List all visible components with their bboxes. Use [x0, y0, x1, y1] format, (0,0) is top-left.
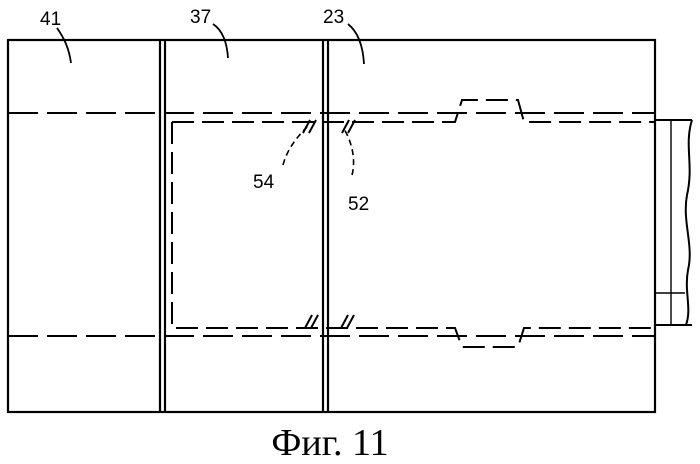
outer-frame — [8, 40, 655, 412]
leader-52 — [344, 129, 354, 175]
inner-panel-outline — [172, 100, 655, 347]
divider-right — [323, 40, 328, 412]
label-52: 52 — [348, 194, 369, 215]
figure-caption: Фиг. 11 — [271, 422, 388, 464]
leader-23 — [348, 24, 364, 64]
right-extension — [655, 120, 692, 325]
label-37: 37 — [190, 7, 211, 28]
label-41: 41 — [40, 9, 61, 30]
divider-left — [160, 40, 165, 412]
break-line — [686, 120, 692, 325]
label-54: 54 — [253, 172, 275, 193]
lower-slash-marks — [305, 315, 354, 328]
label-23: 23 — [323, 7, 344, 28]
leader-41 — [57, 28, 71, 63]
